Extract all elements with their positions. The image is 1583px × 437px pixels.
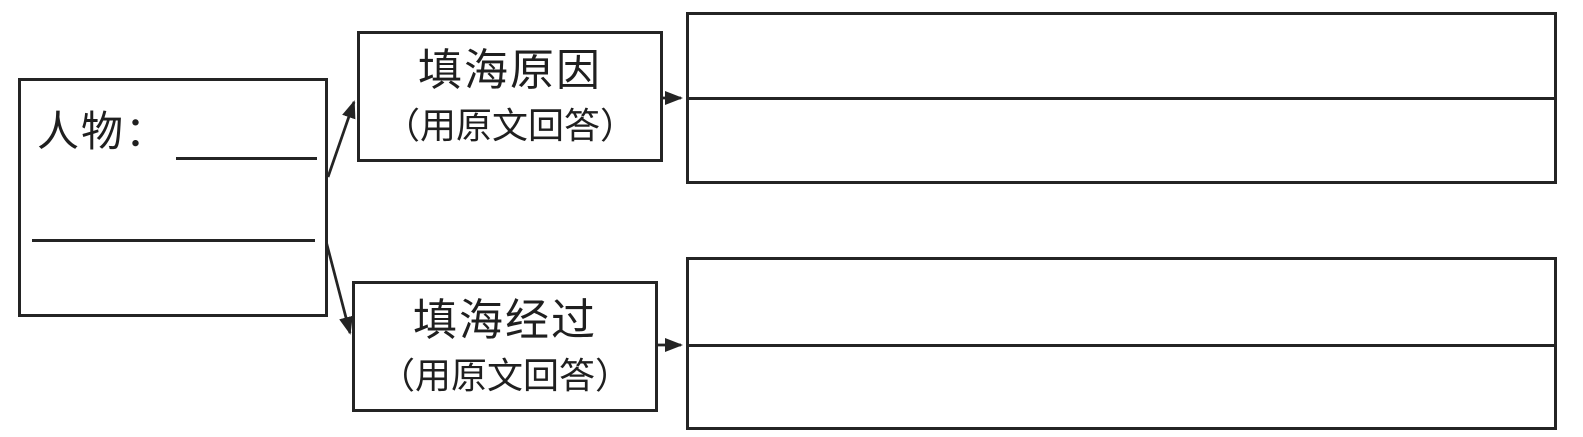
process-answer-divider-line bbox=[689, 344, 1554, 347]
process-title: 填海经过 bbox=[413, 295, 597, 345]
arrow-character-to-process bbox=[324, 240, 353, 335]
reason-answer-line-top[interactable] bbox=[689, 15, 1554, 97]
character-box: 人物： bbox=[18, 78, 328, 317]
process-answer-line-bottom[interactable] bbox=[689, 347, 1554, 427]
reason-answer-divider-line bbox=[689, 97, 1554, 100]
character-blank-line-top[interactable] bbox=[176, 157, 317, 160]
process-answer-box bbox=[686, 257, 1557, 430]
reason-label-box: 填海原因 （用原文回答） bbox=[357, 31, 663, 162]
reason-title: 填海原因 bbox=[418, 45, 602, 95]
reason-answer-box bbox=[686, 12, 1557, 184]
reason-subtitle: （用原文回答） bbox=[383, 105, 636, 146]
process-label-box: 填海经过 （用原文回答） bbox=[352, 281, 658, 412]
arrow-character-to-reason bbox=[326, 100, 356, 178]
character-blank-line-bottom[interactable] bbox=[32, 239, 315, 242]
character-label: 人物： bbox=[37, 110, 170, 156]
process-subtitle: （用原文回答） bbox=[378, 355, 631, 396]
reason-answer-line-bottom[interactable] bbox=[689, 100, 1554, 181]
process-answer-line-top[interactable] bbox=[689, 260, 1554, 344]
